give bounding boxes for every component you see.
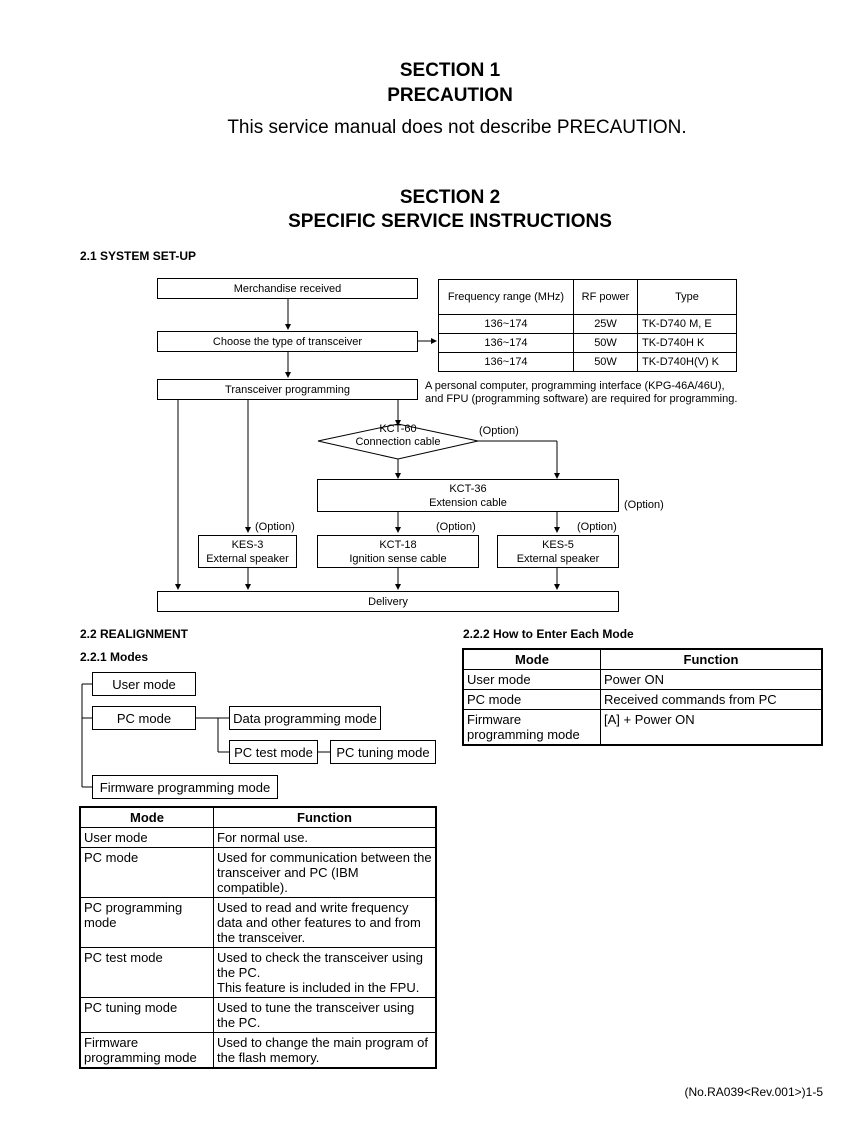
tree-firmware-mode: Firmware programming mode: [92, 775, 278, 799]
function-cell: Used to read and write frequency data an…: [213, 897, 437, 948]
enter-function-header: Function: [600, 648, 823, 670]
model-type: TK-D740H(V) K: [637, 352, 737, 372]
table-row: PC mode Used for communication between t…: [79, 847, 437, 898]
table-row: User mode For normal use.: [79, 827, 437, 848]
table-row: PC test mode Used to check the transceiv…: [79, 947, 437, 998]
section1-title: SECTION 1: [399, 60, 501, 81]
function-header: Function: [213, 806, 437, 828]
section1-subtitle: PRECAUTION: [387, 85, 513, 106]
delivery-box: Delivery: [157, 591, 619, 612]
table-row: User mode Power ON: [462, 669, 823, 690]
table-row: PC programming mode Used to read and wri…: [79, 897, 437, 948]
mode-cell: PC programming mode: [79, 897, 214, 948]
enter-table-header: Mode Function: [462, 648, 823, 670]
function-cell: [A] + Power ON: [600, 709, 823, 746]
kct36-box: KCT-36 Extension cable: [317, 479, 619, 512]
kes3-desc: External speaker: [206, 552, 289, 565]
kct36-name: KCT-36: [449, 482, 487, 495]
realignment-heading: 2.2 REALIGNMENT: [80, 627, 189, 641]
kes5-desc: External speaker: [516, 552, 600, 565]
table-row: PC mode Received commands from PC: [462, 689, 823, 710]
function-cell: For normal use.: [213, 827, 437, 848]
kes5-option: (Option): [577, 521, 617, 533]
function-cell: Used for communication between the trans…: [213, 847, 437, 898]
tree-user-mode: User mode: [92, 672, 196, 696]
kct60-name: KCT-60: [379, 423, 417, 435]
mode-cell: PC test mode: [79, 947, 214, 998]
system-setup-heading: 2.1 SYSTEM SET-UP: [80, 249, 197, 263]
kes3-box: KES-3 External speaker: [198, 535, 297, 568]
kct60-option: (Option): [479, 425, 519, 437]
modes-heading: 2.2.1 Modes: [80, 650, 149, 664]
function-cell: Used to tune the transceiver using the P…: [213, 997, 437, 1033]
kes5-name: KES-5: [542, 538, 574, 551]
mode-cell: PC mode: [462, 689, 601, 710]
mode-cell: Firmware programming mode: [79, 1032, 214, 1069]
tree-pc-test-mode: PC test mode: [229, 740, 318, 764]
table-row: PC tuning mode Used to tune the transcei…: [79, 997, 437, 1033]
kct18-box: KCT-18 Ignition sense cable: [317, 535, 479, 568]
enter-mode-table: Mode Function User mode Power ON PC mode…: [462, 648, 823, 746]
tree-pc-tuning-mode: PC tuning mode: [330, 740, 436, 764]
mode-cell: PC tuning mode: [79, 997, 214, 1033]
freq-range: 136~174: [438, 314, 574, 334]
freq-header-power: RF power: [573, 279, 638, 315]
merchandise-box: Merchandise received: [157, 278, 418, 299]
mode-cell: User mode: [79, 827, 214, 848]
kct60-label: KCT-60 Connection cable: [338, 423, 458, 449]
function-cell: Received commands from PC: [600, 689, 823, 710]
table-row: 136~174 25W TK-D740 M, E: [438, 314, 737, 334]
kct18-name: KCT-18: [379, 538, 417, 551]
kes5-box: KES-5 External speaker: [497, 535, 619, 568]
kes3-name: KES-3: [231, 538, 264, 551]
rf-power: 50W: [573, 352, 638, 372]
enter-mode-header: Mode: [462, 648, 601, 670]
programming-note-1: A personal computer, programming interfa…: [425, 380, 725, 392]
page-footer: (No.RA039<Rev.001>)1-5: [684, 1085, 823, 1099]
tree-pc-mode: PC mode: [92, 706, 196, 730]
frequency-table: Frequency range (MHz) RF power Type 136~…: [438, 279, 737, 372]
mode-cell: User mode: [462, 669, 601, 690]
enter-mode-heading: 2.2.2 How to Enter Each Mode: [463, 627, 634, 641]
mode-cell: PC mode: [79, 847, 214, 898]
tree-data-programming-mode: Data programming mode: [229, 706, 381, 730]
function-cell: Used to change the main program of the f…: [213, 1032, 437, 1069]
function-cell: Used to check the transceiver using the …: [213, 947, 437, 998]
table-row: Firmware programming mode Used to change…: [79, 1032, 437, 1069]
mode-function-table: Mode Function User mode For normal use. …: [79, 806, 437, 1069]
programming-box: Transceiver programming: [157, 379, 418, 400]
freq-header-range: Frequency range (MHz): [438, 279, 574, 315]
mode-header: Mode: [79, 806, 214, 828]
freq-range: 136~174: [438, 352, 574, 372]
kes3-option: (Option): [255, 521, 295, 533]
rf-power: 50W: [573, 333, 638, 353]
table-row: Firmware programming mode [A] + Power ON: [462, 709, 823, 746]
kct18-option: (Option): [436, 521, 476, 533]
mode-cell: Firmware programming mode: [462, 709, 601, 746]
programming-note-2: and FPU (programming software) are requi…: [425, 393, 738, 405]
kct18-desc: Ignition sense cable: [349, 552, 447, 565]
mode-table-header: Mode Function: [79, 806, 437, 828]
function-cell: Power ON: [600, 669, 823, 690]
section1-text: This service manual does not describe PR…: [227, 117, 687, 138]
section2-subtitle: SPECIFIC SERVICE INSTRUCTIONS: [288, 211, 612, 232]
table-row: 136~174 50W TK-D740H(V) K: [438, 352, 737, 372]
choose-box: Choose the type of transceiver: [157, 331, 418, 352]
kct60-desc: Connection cable: [355, 436, 441, 448]
kct36-desc: Extension cable: [429, 496, 507, 509]
kct36-option: (Option): [624, 499, 664, 511]
section2-title: SECTION 2: [399, 187, 501, 208]
